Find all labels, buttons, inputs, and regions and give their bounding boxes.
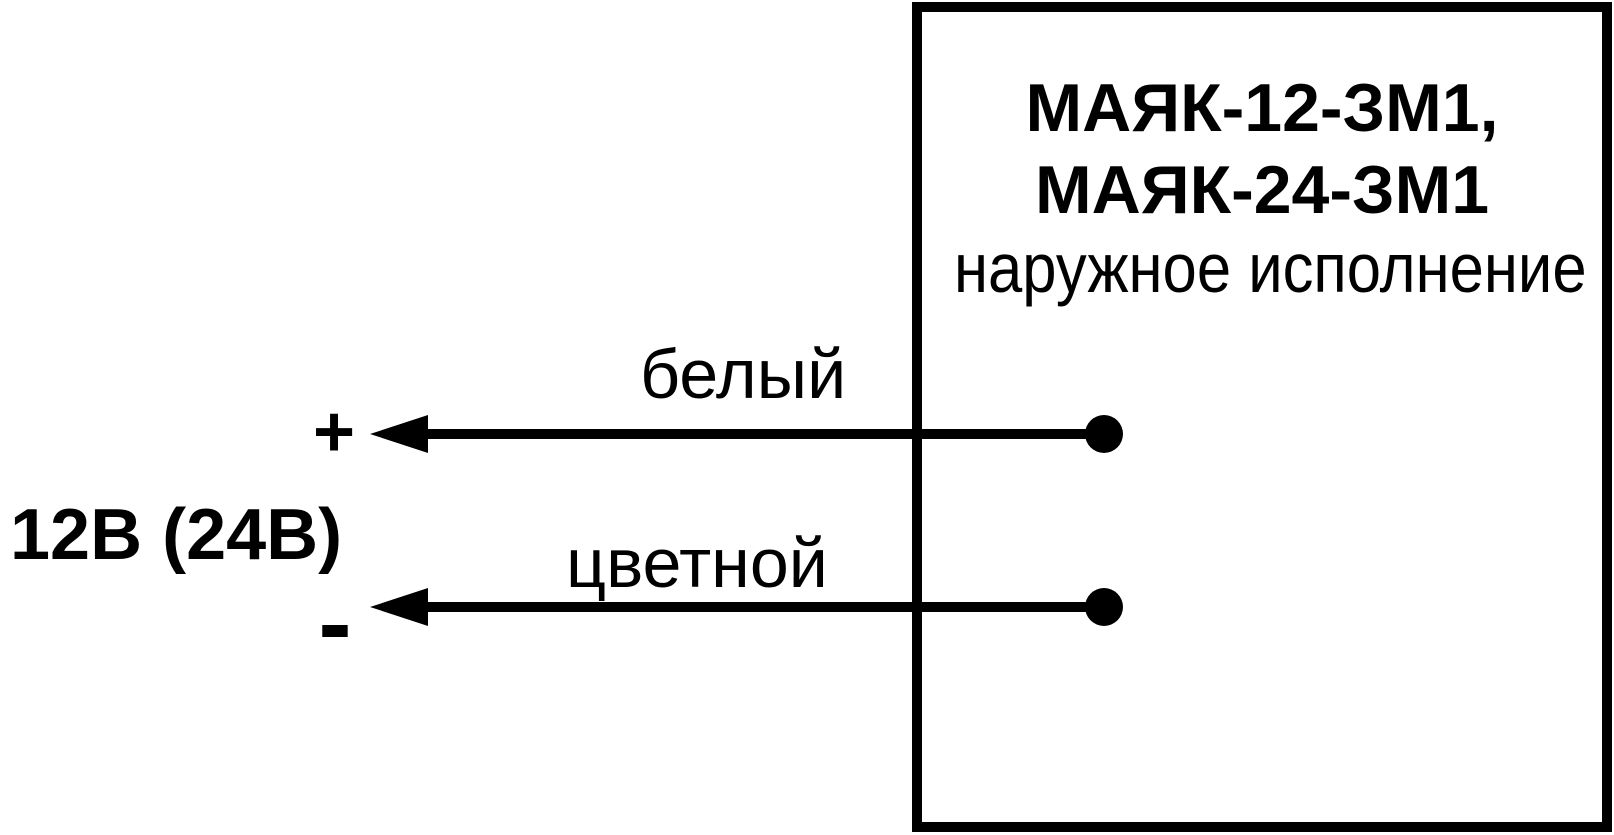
- wire-colored-label: цветной: [566, 524, 828, 602]
- terminal-dot-positive: [1085, 415, 1123, 453]
- wire-colored-line: [424, 602, 1104, 612]
- device-variant-label: наружное исполнение: [954, 229, 1587, 307]
- device-box: [912, 2, 1612, 832]
- plus-polarity-symbol: +: [312, 392, 356, 472]
- minus-polarity-symbol: -: [318, 567, 352, 679]
- wire-white-label: белый: [640, 335, 847, 413]
- wire-white-line: [424, 429, 1104, 439]
- power-source-label: 12В (24В): [10, 495, 343, 575]
- device-model-line2: МАЯК-24-ЗМ1: [1034, 152, 1490, 228]
- arrow-left-icon: [370, 415, 428, 453]
- terminal-dot-negative: [1085, 588, 1123, 626]
- arrow-left-icon: [370, 588, 428, 626]
- device-model-line1: МАЯК-12-ЗМ1,: [1025, 70, 1499, 146]
